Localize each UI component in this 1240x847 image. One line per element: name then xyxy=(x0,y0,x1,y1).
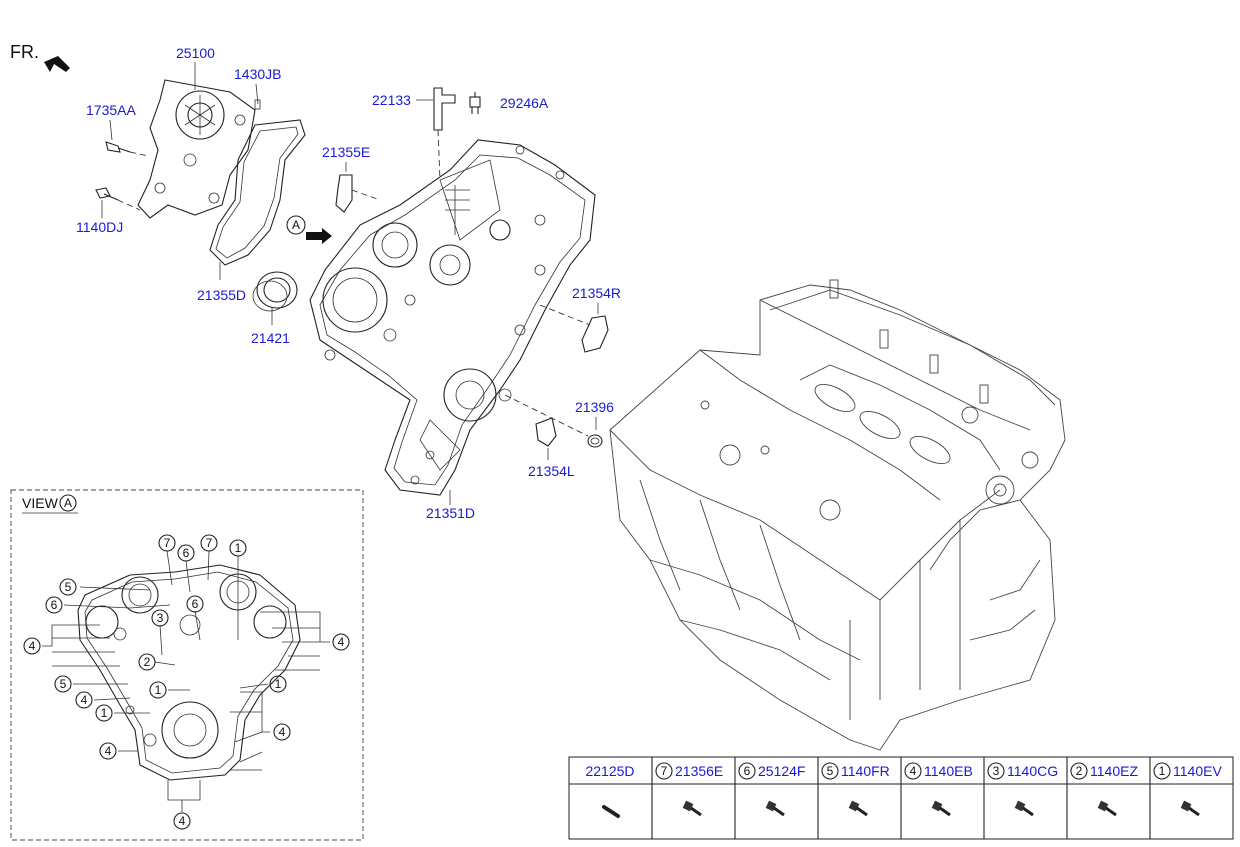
view-a-num: 2 xyxy=(144,655,151,669)
bolt-icon xyxy=(682,800,702,817)
stud-icon xyxy=(602,805,620,818)
callout-21421: 21421 xyxy=(251,330,290,346)
gasket-21354R xyxy=(581,315,609,353)
bolt-part-1140EZ: 1140EZ xyxy=(1090,763,1138,779)
timing-cover-21351D xyxy=(309,139,596,496)
view-a-num: 5 xyxy=(65,580,72,594)
bolt-icon xyxy=(931,800,951,817)
callout-25100: 25100 xyxy=(176,45,215,61)
front-arrow-icon xyxy=(44,56,70,72)
view-a-num: 4 xyxy=(81,693,88,707)
bolt-num-2: 2 xyxy=(1076,764,1083,778)
gasket-21354L xyxy=(535,417,557,447)
sensor-29246A xyxy=(469,92,481,114)
bolt-1140DJ xyxy=(95,187,141,211)
callout-21351D: 21351D xyxy=(426,505,475,521)
view-a-panel: VIEW A xyxy=(10,489,364,841)
fitting-22133 xyxy=(433,87,456,181)
view-a-num: 4 xyxy=(179,814,186,828)
bolt-num-4: 4 xyxy=(910,764,917,778)
callout-21354R: 21354R xyxy=(572,285,621,301)
callout-1140DJ: 1140DJ xyxy=(76,219,123,235)
front-orientation: FR. xyxy=(10,42,70,72)
oil-seal-21421 xyxy=(252,271,298,312)
bolt-part-22125D: 22125D xyxy=(585,763,634,779)
bolt-icon xyxy=(765,800,785,817)
bolt-icon xyxy=(1180,800,1200,817)
callout-21354L: 21354L xyxy=(528,463,575,479)
callout-21355E: 21355E xyxy=(322,144,370,160)
view-a-num: 3 xyxy=(157,611,164,625)
bolt-1735AA xyxy=(105,141,149,157)
view-a-num: 1 xyxy=(101,706,108,720)
view-a-num: 4 xyxy=(279,725,286,739)
view-a-num: 1 xyxy=(275,677,282,691)
bolt-part-1140FR: 1140FR xyxy=(841,763,890,779)
callout-29246A: 29246A xyxy=(500,95,549,111)
bolt-num-6: 6 xyxy=(744,764,751,778)
view-a-num: 4 xyxy=(29,639,36,653)
bolt-num-7: 7 xyxy=(661,764,668,778)
view-a-number-markers: 7 6 7 1 5 6 3 6 4 4 2 5 4 1 1 1 4 4 4 xyxy=(23,534,350,830)
view-a-num: 7 xyxy=(206,536,213,550)
bolt-part-21356E: 21356E xyxy=(675,763,723,779)
bolt-icon xyxy=(1014,800,1034,817)
bolt-num-3: 3 xyxy=(993,764,1000,778)
view-a-num: 1 xyxy=(155,683,162,697)
view-a-num: 5 xyxy=(60,677,67,691)
gasket-21355E xyxy=(335,174,353,213)
bolt-table: 22125D 7 21356E 6 25124F 5 1140FR 4 1140… xyxy=(568,756,1234,840)
view-a-num: 6 xyxy=(192,597,199,611)
svg-text:A: A xyxy=(64,496,72,510)
callout-22133: 22133 xyxy=(372,92,411,108)
bolt-part-25124F: 25124F xyxy=(758,763,805,779)
view-a-num: 6 xyxy=(183,546,190,560)
bolt-num-5: 5 xyxy=(827,764,834,778)
callout-1430JB: 1430JB xyxy=(234,66,281,82)
bolt-num-1: 1 xyxy=(1159,764,1166,778)
view-a-num: 7 xyxy=(164,536,171,550)
bolt-icon xyxy=(848,800,868,817)
bolt-part-1140CG: 1140CG xyxy=(1007,763,1058,779)
front-label: FR. xyxy=(10,42,39,62)
view-a-marker xyxy=(59,494,77,512)
view-a-num: 6 xyxy=(51,598,58,612)
view-a-num: 1 xyxy=(235,541,242,555)
gasket-21355D xyxy=(209,119,306,266)
callout-1735AA: 1735AA xyxy=(86,102,136,118)
view-a-arrow: A xyxy=(286,215,332,244)
water-pump xyxy=(137,79,256,219)
view-a-num: 4 xyxy=(338,635,345,649)
callout-21355D: 21355D xyxy=(197,287,246,303)
bolt-part-1140EV: 1140EV xyxy=(1173,763,1222,779)
view-a-leaders xyxy=(42,550,330,812)
callout-21396: 21396 xyxy=(575,399,614,415)
view-a-num: 4 xyxy=(105,744,112,758)
engine-block-illustration xyxy=(609,279,1066,751)
view-a-title: VIEW xyxy=(22,495,59,511)
bolt-icon xyxy=(1097,800,1117,817)
svg-text:A: A xyxy=(292,218,300,232)
oring-21396 xyxy=(587,434,603,448)
bolt-part-1140EB: 1140EB xyxy=(924,763,973,779)
